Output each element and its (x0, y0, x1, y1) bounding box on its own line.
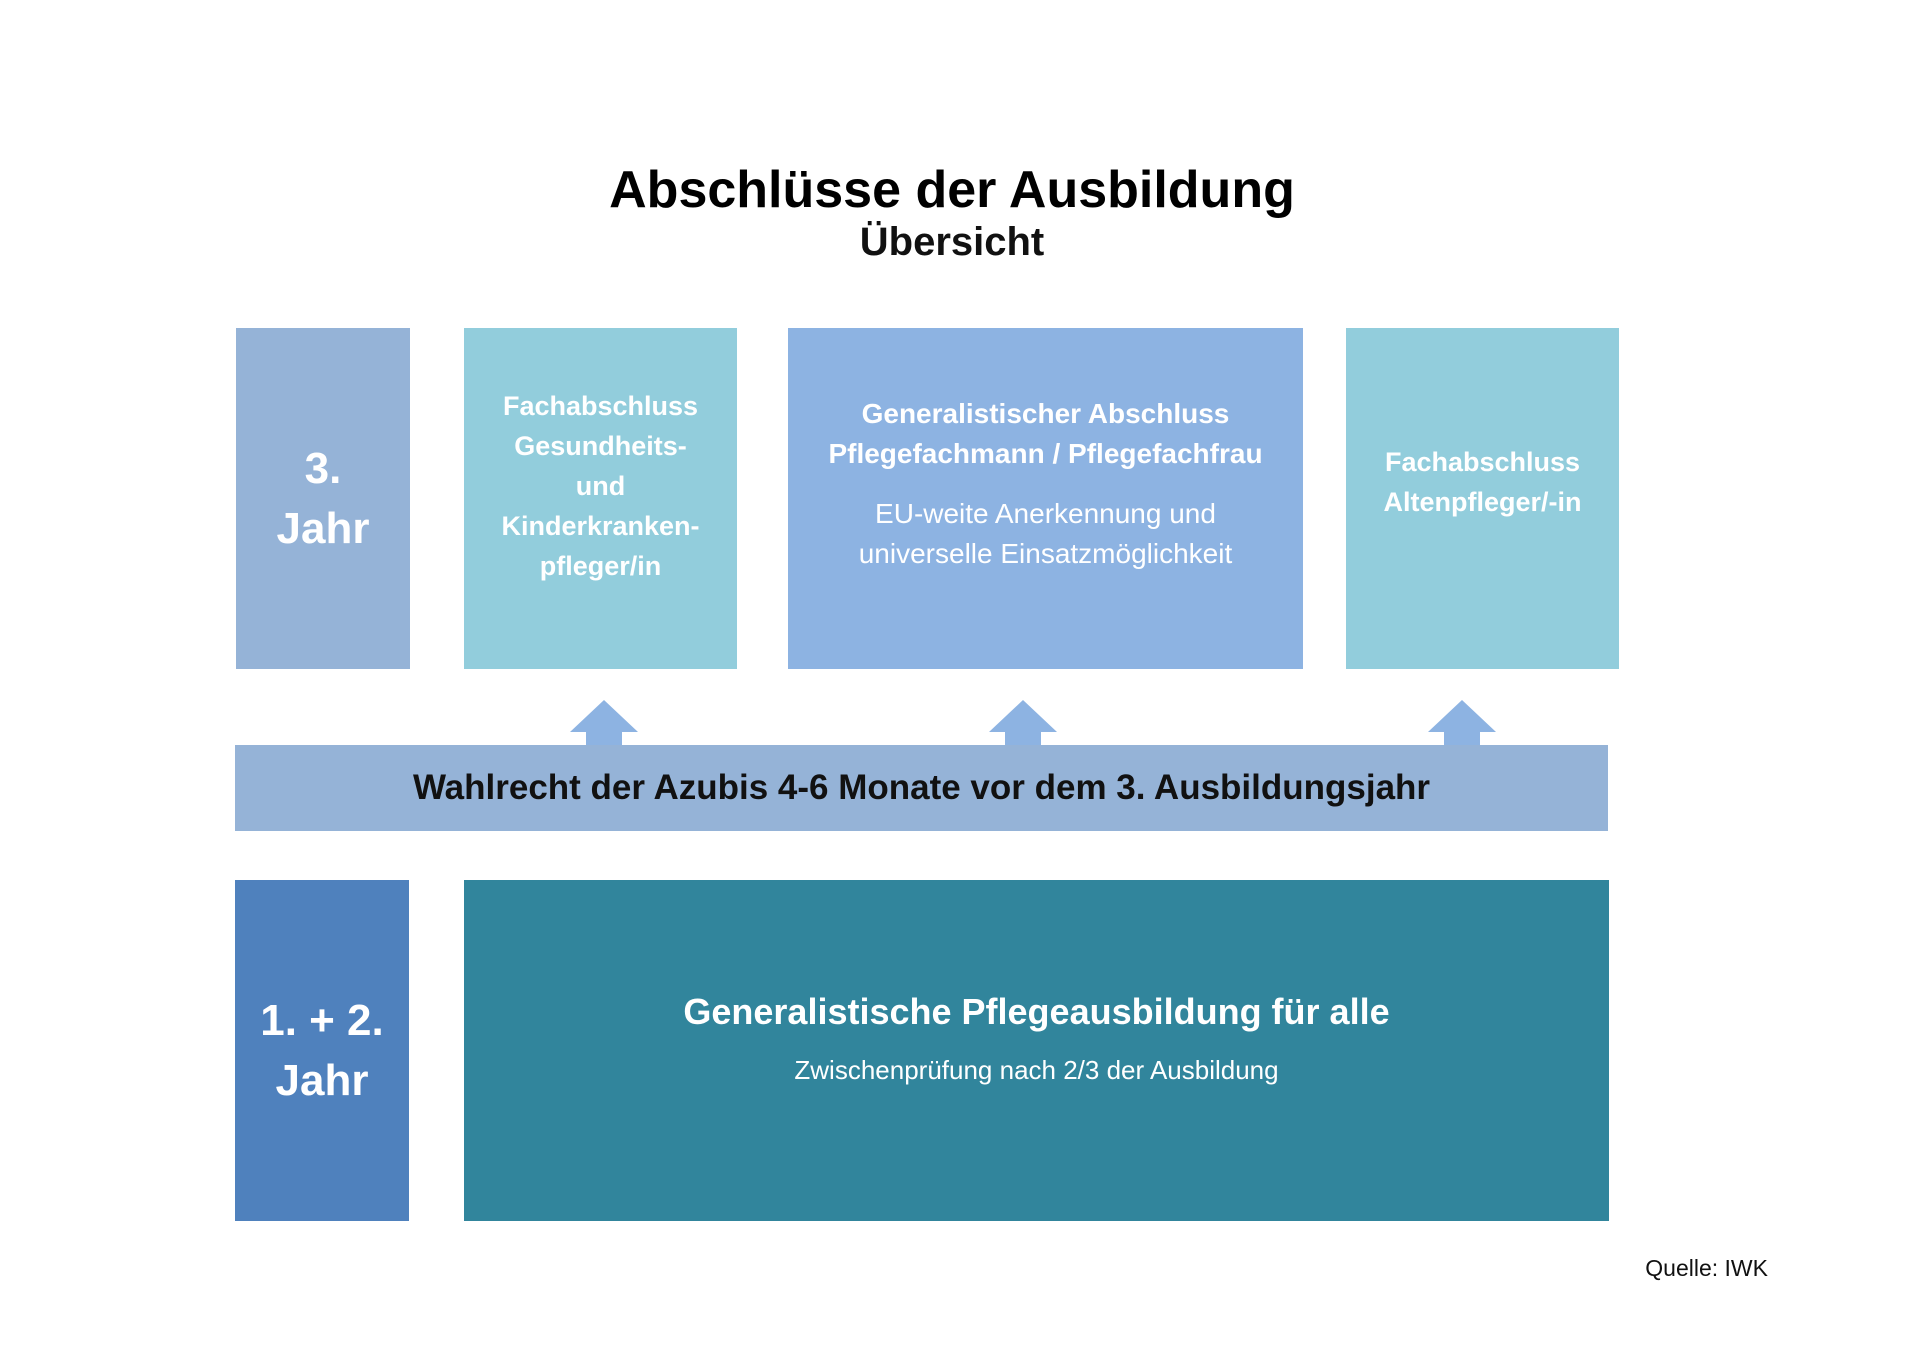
year12-box: 1. + 2. Jahr (235, 880, 409, 1221)
basic-training-box: Generalistische Pflegeausbildung für all… (464, 880, 1609, 1221)
fach-kinder-line: pfleger/in (539, 551, 662, 581)
arrow-up-icon (1428, 700, 1496, 746)
page-subtitle: Übersicht (859, 220, 1045, 264)
year3-label-line2: Jahr (276, 503, 370, 553)
year12-label-line2: Jahr (275, 1055, 369, 1105)
generalist-sub-line2: universelle Einsatzmöglichkeit (858, 538, 1233, 569)
fach-kinder-box: Fachabschluss Gesundheits- und Kinderkra… (464, 328, 737, 669)
generalist-heading-line1: Generalistischer Abschluss (861, 398, 1230, 429)
fach-kinder-line: Kinderkranken- (501, 511, 700, 541)
fach-kinder-line: und (575, 471, 626, 501)
page-title: Abschlüsse der Ausbildung (609, 161, 1295, 219)
choice-bar: Wahlrecht der Azubis 4-6 Monate vor dem … (235, 745, 1608, 831)
source-note: Quelle: IWK (1645, 1255, 1768, 1281)
year3-label-line1: 3. (304, 443, 342, 493)
generalist-box: Generalistischer Abschluss Pflegefachman… (788, 328, 1303, 669)
basic-training-sub: Zwischenprüfung nach 2/3 der Ausbildung (794, 1054, 1279, 1085)
year3-box: 3. Jahr (236, 328, 410, 669)
basic-training-heading: Generalistische Pflegeausbildung für all… (683, 990, 1390, 1032)
generalist-heading-line2: Pflegefachmann / Pflegefachfrau (828, 438, 1263, 469)
choice-label: Wahlrecht der Azubis 4-6 Monate vor dem … (412, 768, 1431, 807)
fach-alten-line: Altenpfleger/-in (1383, 487, 1582, 517)
arrow-up-icon (570, 700, 638, 746)
fach-kinder-line: Fachabschluss (502, 391, 699, 421)
generalist-sub-line1: EU-weite Anerkennung und (875, 498, 1216, 529)
fach-alten-box: Fachabschluss Altenpfleger/-in (1346, 328, 1619, 669)
fach-alten-line: Fachabschluss (1384, 447, 1581, 477)
fach-kinder-line: Gesundheits- (514, 431, 687, 461)
arrow-up-icon (989, 700, 1057, 746)
year12-label-line1: 1. + 2. (260, 995, 384, 1045)
